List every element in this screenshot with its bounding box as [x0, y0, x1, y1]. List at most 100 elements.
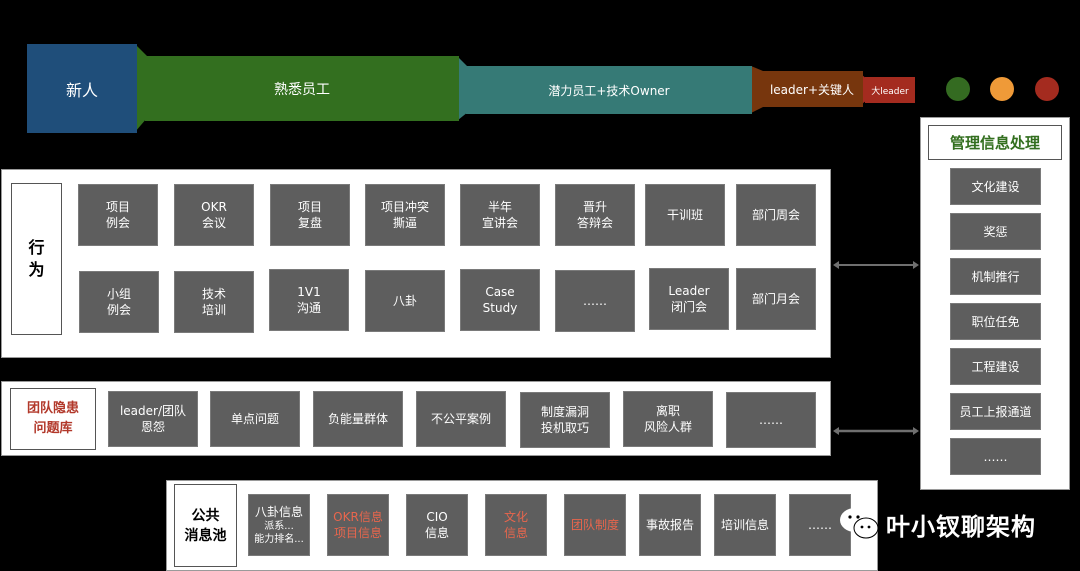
item-line: 信息 [424, 526, 449, 540]
management-title-text: 管理信息处理 [949, 134, 1040, 152]
behavior-item[interactable]: 半年 宣讲会 [460, 184, 540, 246]
management-item[interactable]: 奖惩 [950, 213, 1041, 250]
management-item[interactable]: 职位任免 [950, 303, 1041, 340]
item-line: 风险人群 [643, 420, 692, 434]
item-line: 会议 [201, 216, 226, 230]
item-line: 项目信息 [333, 526, 382, 540]
public-pool-title: 公共 消息池 [174, 484, 237, 567]
item-line: Case [485, 285, 515, 299]
pool-item[interactable]: CIO 信息 [406, 494, 468, 556]
behavior-item[interactable]: 部门周会 [736, 184, 816, 246]
item-line: 能力排名... [254, 534, 304, 545]
behavior-item[interactable]: 八卦 [365, 270, 445, 332]
behavior-item[interactable]: 干训班 [645, 184, 725, 246]
item-line: 小组 [106, 287, 131, 301]
item-line: 投机取巧 [540, 421, 589, 435]
behavior-item[interactable]: …… [555, 270, 635, 332]
status-dot-orange [990, 77, 1014, 101]
behavior-item[interactable]: 小组 例会 [79, 271, 159, 333]
behavior-item[interactable]: 项目冲突 撕逼 [365, 184, 445, 246]
management-item[interactable]: 机制推行 [950, 258, 1041, 295]
risk-item[interactable]: 制度漏洞 投机取巧 [520, 392, 610, 448]
item-line: OKR [201, 200, 227, 214]
stage-label: leader+关键人 [769, 82, 855, 97]
behavior-item[interactable]: OKR 会议 [174, 184, 254, 246]
management-item[interactable]: 文化建设 [950, 168, 1041, 205]
item-line: 员工上报通道 [959, 404, 1032, 419]
item-line: 信息 [503, 526, 528, 540]
title-line: 公共 [191, 507, 220, 524]
risk-item[interactable]: 离职 风险人群 [623, 391, 713, 447]
item-line: 工程建设 [971, 359, 1020, 374]
item-line: 部门周会 [751, 208, 800, 222]
item-line: 1V1 [297, 285, 321, 299]
item-line: 宣讲会 [481, 216, 518, 230]
item-line: 项目 [105, 200, 130, 214]
item-line: 机制推行 [971, 269, 1020, 284]
stage-familiar-employee: 熟悉员工 [145, 56, 459, 121]
item-line: 半年 [487, 200, 512, 214]
pool-item[interactable]: OKR信息 项目信息 [327, 494, 389, 556]
item-line: 文化 [503, 510, 528, 524]
management-panel: 管理信息处理 文化建设 奖惩 机制推行 职位任免 工程建设 员工上报通道 …… [920, 117, 1070, 490]
risk-item[interactable]: 单点问题 [210, 391, 300, 447]
management-item[interactable]: …… [950, 438, 1041, 475]
item-line: 培训 [201, 303, 226, 317]
item-line: 单点问题 [230, 412, 279, 426]
management-item[interactable]: 工程建设 [950, 348, 1041, 385]
item-line: 制度漏洞 [540, 405, 589, 419]
item-line: 培训信息 [720, 518, 769, 532]
team-risk-panel: 团队隐患 问题库 leader/团队 恩怨 单点问题 负能量群体 不公平案例 制… [1, 381, 831, 456]
pool-item[interactable]: 事故报告 [639, 494, 701, 556]
pool-item[interactable]: …… [789, 494, 851, 556]
item-line: 八卦信息 [254, 505, 303, 519]
behavior-item[interactable]: 项目 例会 [78, 184, 158, 246]
item-line: 奖惩 [983, 224, 1008, 239]
behavior-panel: 行为 项目 例会 OKR 会议 项目 复盘 项目冲突 撕逼 半年 宣讲会 晋升 … [1, 169, 831, 358]
item-line: 沟通 [296, 301, 321, 315]
behavior-item[interactable]: Leader 闭门会 [649, 268, 729, 330]
stage-label: 新人 [65, 80, 98, 100]
wechat-icon [840, 508, 879, 539]
pool-item[interactable]: 文化 信息 [485, 494, 547, 556]
item-line: 晋升 [582, 200, 607, 214]
item-line: OKR信息 [333, 510, 383, 524]
risk-item[interactable]: 负能量群体 [313, 391, 403, 447]
status-dot-red [1035, 77, 1059, 101]
behavior-item[interactable]: 1V1 沟通 [269, 269, 349, 331]
watermark: 叶小钗聊架构 [838, 502, 1036, 546]
behavior-item[interactable]: 项目 复盘 [270, 184, 350, 246]
pool-item[interactable]: 团队制度 [564, 494, 626, 556]
item-line: 技术 [201, 287, 226, 301]
watermark-text: 叶小钗聊架构 [886, 512, 1036, 541]
item-line: …… [983, 449, 1008, 464]
management-item[interactable]: 员工上报通道 [950, 393, 1041, 430]
risk-item[interactable]: leader/团队 恩怨 [108, 391, 198, 447]
stage-newcomer: 新人 [27, 44, 137, 133]
item-line: 恩怨 [140, 420, 165, 434]
item-line: Leader [668, 284, 710, 298]
risk-item[interactable]: 不公平案例 [416, 391, 506, 447]
item-line: leader/团队 [119, 404, 187, 418]
risk-item[interactable]: …… [726, 392, 816, 448]
behavior-item[interactable]: 技术 培训 [174, 271, 254, 333]
behavior-item[interactable]: Case Study [460, 269, 540, 331]
stage-label: 潜力员工+技术Owner [548, 83, 670, 98]
item-line: 派系... [264, 521, 294, 532]
item-line: 例会 [105, 216, 130, 230]
item-line: 复盘 [297, 216, 322, 230]
item-line: 项目冲突 [380, 200, 429, 214]
public-pool-panel: 公共 消息池 八卦信息 派系... 能力排名... OKR信息 项目信息 CIO… [166, 480, 878, 571]
item-line: 闭门会 [670, 300, 707, 314]
management-title: 管理信息处理 [928, 125, 1062, 160]
behavior-item[interactable]: 晋升 答辩会 [555, 184, 635, 246]
item-line: 部门月会 [751, 292, 800, 306]
item-line: 离职 [655, 404, 680, 418]
pool-item[interactable]: 八卦信息 派系... 能力排名... [248, 494, 310, 556]
pool-item[interactable]: 培训信息 [714, 494, 776, 556]
item-line: 答辩会 [576, 216, 613, 230]
item-line: CIO [426, 510, 448, 524]
behavior-item[interactable]: 部门月会 [736, 268, 816, 330]
bidirectional-arrow-behavior [833, 261, 919, 269]
item-line: 撕逼 [392, 216, 417, 230]
